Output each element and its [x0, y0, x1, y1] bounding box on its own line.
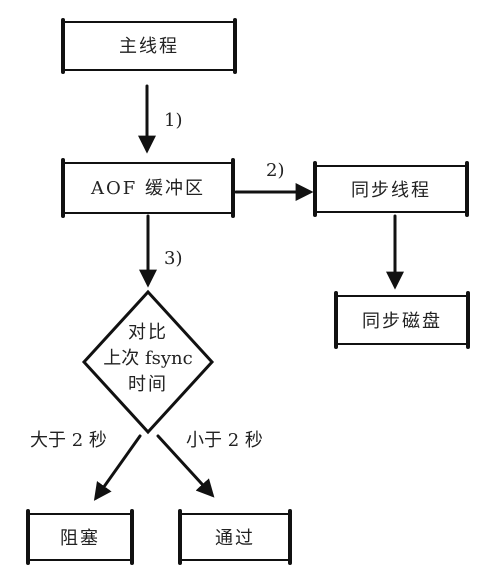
sync-thread-node: 同步线程	[313, 161, 469, 217]
pass-label: 通过	[215, 528, 255, 549]
main-thread-label: 主线程	[119, 36, 179, 57]
step-2-label: 2)	[266, 160, 284, 181]
pass-node: 通过	[178, 509, 292, 565]
decision-line-1: 对比	[128, 322, 168, 343]
sync-disk-node: 同步磁盘	[334, 291, 470, 349]
sync-disk-label: 同步磁盘	[362, 311, 442, 332]
aof-buffer-node: AOF 缓冲区	[61, 158, 235, 218]
arrow-decision-to-pass	[156, 434, 215, 498]
decision-line-2: 上次 fsync	[103, 348, 192, 369]
main-thread-node: 主线程	[61, 18, 237, 74]
less-than-2s-label: 小于 2 秒	[186, 430, 263, 451]
block-node: 阻塞	[26, 509, 134, 565]
step-3-label: 3)	[164, 248, 182, 269]
greater-than-2s-label: 大于 2 秒	[30, 430, 107, 451]
arrow-decision-to-block	[93, 434, 142, 501]
block-label: 阻塞	[60, 528, 100, 549]
decision-node: 对比 上次 fsync 时间	[81, 289, 215, 435]
sync-thread-label: 同步线程	[351, 180, 431, 201]
decision-line-3: 时间	[128, 374, 168, 395]
aof-buffer-label: AOF 缓冲区	[90, 178, 205, 199]
step-1-label: 1)	[164, 110, 182, 131]
